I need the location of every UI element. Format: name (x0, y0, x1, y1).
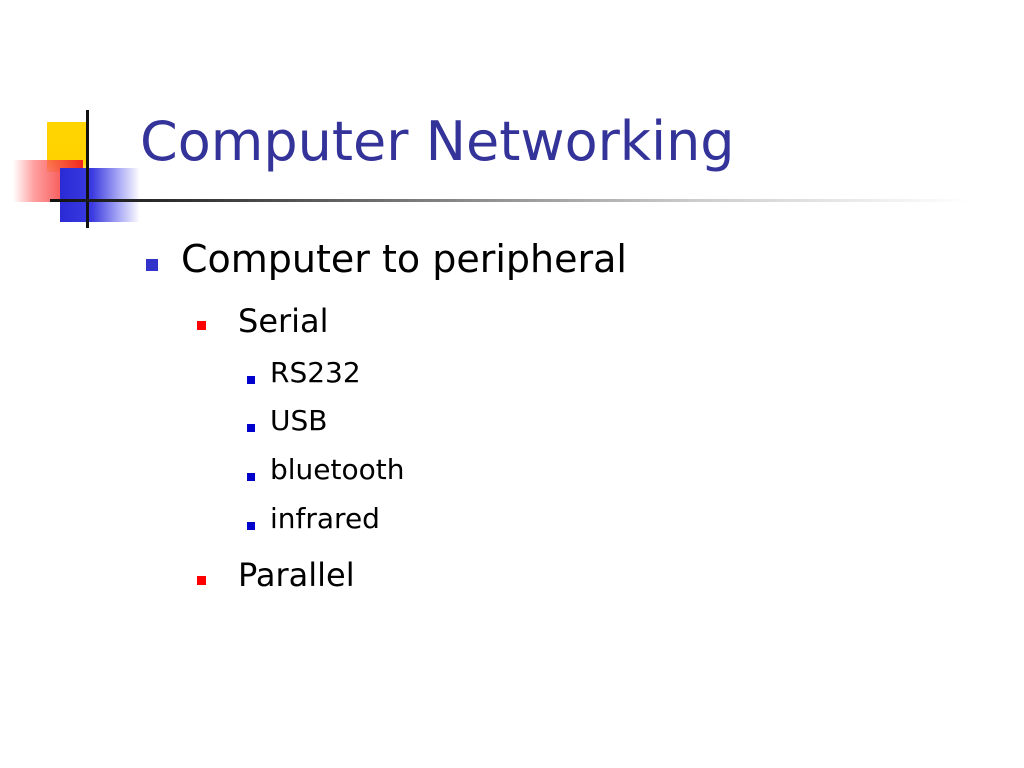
bullet-marker-level2 (197, 576, 206, 585)
bullet-infrared: infrared (270, 502, 380, 535)
title-underline (50, 199, 970, 202)
bullet-marker-level3 (247, 424, 255, 432)
title-decoration (0, 0, 150, 240)
bullet-parallel: Parallel (238, 556, 355, 594)
bullet-marker-level3 (247, 376, 255, 384)
bullet-marker-level1 (146, 259, 158, 271)
bullet-serial: Serial (238, 302, 329, 340)
deco-vertical-line (86, 110, 89, 228)
bullet-marker-level2 (197, 321, 206, 330)
deco-blue-square (60, 168, 140, 222)
bullet-marker-level3 (247, 522, 255, 530)
bullet-marker-level3 (247, 473, 255, 481)
bullet-rs232: RS232 (270, 356, 361, 389)
bullet-usb: USB (270, 404, 328, 437)
bullet-bluetooth: bluetooth (270, 453, 405, 486)
bullet-computer-to-peripheral: Computer to peripheral (181, 237, 627, 281)
slide-title: Computer Networking (140, 110, 735, 173)
